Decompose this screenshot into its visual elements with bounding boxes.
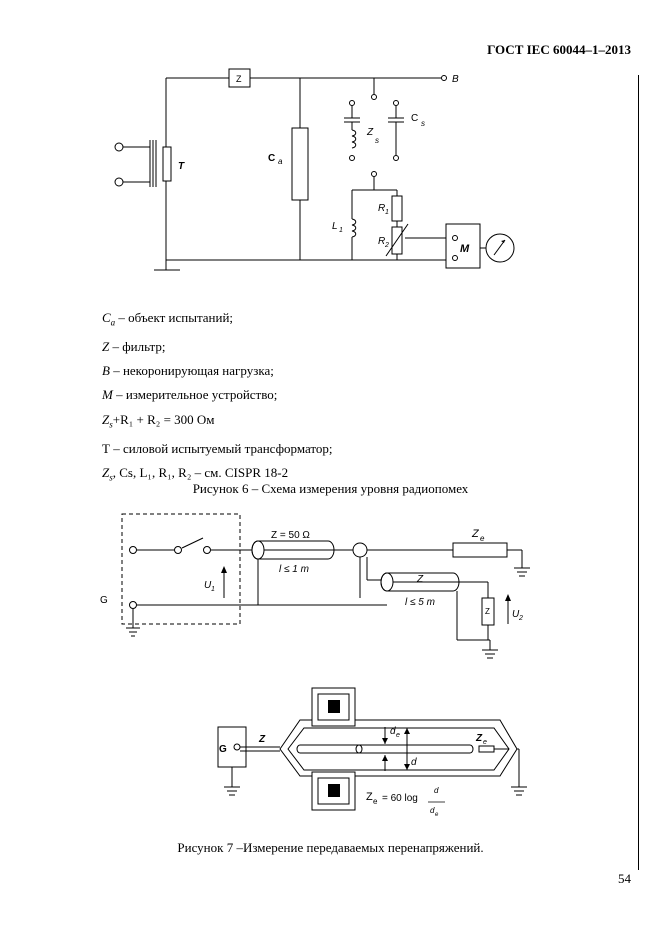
label-Ca-sub: a — [278, 157, 283, 166]
label-T: T — [178, 161, 185, 172]
formula-eq: = 60 log — [382, 793, 418, 804]
label-Z-coax: Z — [416, 574, 424, 585]
figure6-circuit: B T Z C a Z s C s L 1 R 1 R 2 M — [114, 68, 515, 271]
label-Cs-sub: s — [421, 119, 425, 128]
label-d: d — [411, 757, 417, 768]
label-de-sub: e — [396, 732, 400, 739]
figure7-caption: Рисунок 7 –Измерение передаваемых перена… — [177, 840, 484, 855]
label-R1-sub: 1 — [385, 209, 389, 216]
label-G2: G — [219, 744, 227, 755]
label-L1: L — [332, 221, 338, 232]
label-l1: l ≤ 1 m — [279, 564, 309, 575]
label-Z50: Z = 50 Ω — [271, 530, 310, 541]
document-code: ГОСТ IEC 60044–1–2013 — [487, 42, 631, 57]
formula-denominator-sub: e — [435, 812, 439, 818]
label-U1: U — [204, 580, 212, 591]
formula-denominator: d — [430, 806, 435, 815]
formula-Ze-sub: e — [373, 797, 378, 806]
figure6-legend: Ca – объект испытаний; Z – фильтр; B – н… — [102, 306, 333, 490]
label-Ze2: Z — [475, 733, 483, 744]
label-de: d — [390, 726, 396, 737]
label-Ze2-sub: e — [483, 739, 487, 746]
label-Zs-sub: s — [375, 136, 379, 145]
margin-line — [638, 75, 639, 870]
legend-item: Zs+R₁ + R₂ = 300 Ом — [102, 411, 215, 430]
page-number: 54 — [618, 871, 631, 886]
label-U1-sub: 1 — [211, 586, 215, 593]
label-Z-box: Z — [485, 607, 490, 616]
label-Zs: Z — [366, 127, 374, 138]
label-B: B — [452, 74, 459, 85]
label-Z-filter: Z — [236, 74, 242, 84]
label-Ze-sub: e — [480, 534, 485, 543]
label-R1: R — [378, 203, 385, 214]
label-Ca: C — [268, 153, 275, 164]
label-Ze: Z — [471, 528, 480, 540]
label-G: G — [100, 595, 108, 606]
label-R2-sub: 2 — [384, 242, 389, 249]
legend-item: M – измерительное устройство; — [102, 387, 278, 403]
formula-Ze: Z — [366, 791, 373, 803]
legend-item: Ca – объект испытаний; — [102, 310, 234, 328]
legend-item: Z – фильтр; — [102, 338, 166, 354]
legend-item: Zs, Cs, L₁, R₁, R₂ – см. CISPR 18-2 — [102, 464, 289, 483]
label-l5: l ≤ 5 m — [405, 597, 435, 608]
label-U2-sub: 2 — [518, 615, 523, 622]
legend-item: B – некоронирующая нагрузка; — [102, 363, 274, 379]
formula-numerator: d — [434, 786, 439, 795]
label-Cs: C — [411, 113, 418, 124]
legend-item: Т – силовой испытуемый трансформатор; — [102, 440, 333, 456]
figure6-caption: Рисунок 6 – Схема измерения уровня радио… — [192, 481, 469, 496]
label-U2: U — [512, 609, 520, 620]
label-M: M — [460, 243, 470, 255]
label-R2: R — [378, 236, 385, 247]
label-Z2: Z — [258, 734, 266, 745]
label-L1-sub: 1 — [339, 227, 343, 234]
